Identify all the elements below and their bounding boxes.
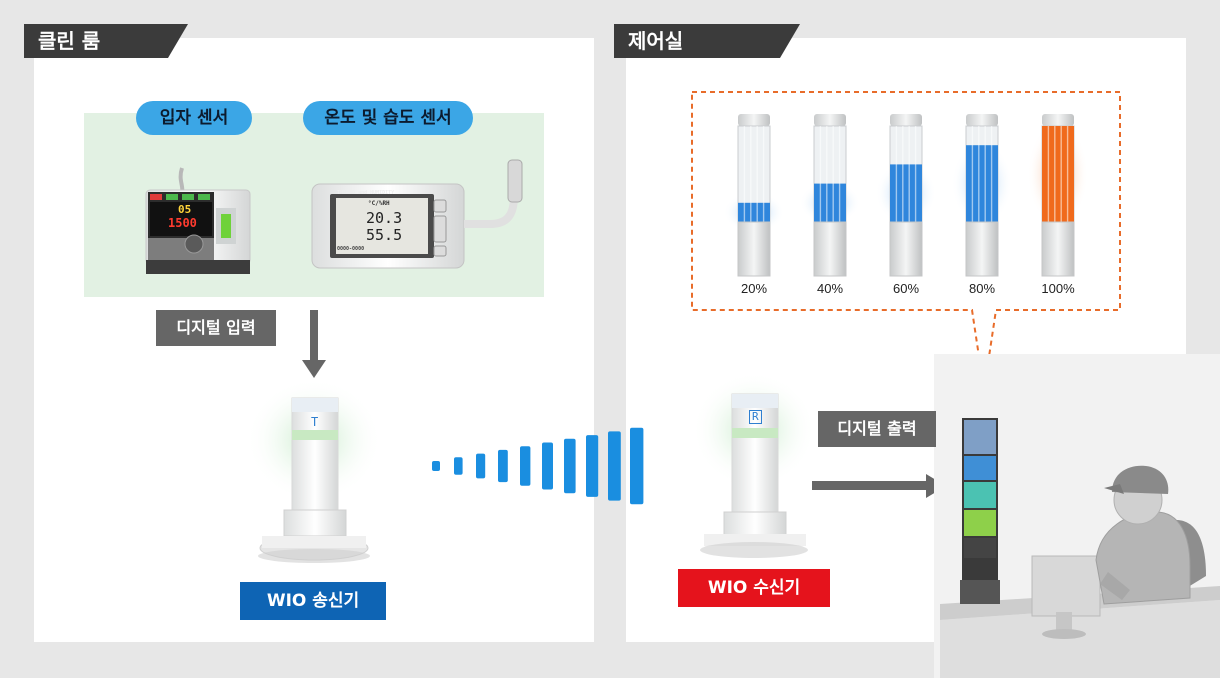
temp-humidity-sensor-label: 온도 및 습도 센서 (303, 101, 473, 135)
level-tower-4 (951, 114, 1013, 277)
wave-bar (630, 427, 644, 505)
tower-base (965, 221, 999, 277)
tower-cap (966, 114, 998, 126)
th-display-hum: 55.5 (366, 226, 403, 244)
operator-scene (934, 354, 1220, 678)
tower-fill (1042, 126, 1074, 222)
receiver-letter: R (749, 410, 762, 424)
particle-display-top: 05 (178, 203, 192, 216)
transmitter-letter: T (311, 415, 319, 429)
section-title-clean-room: 클린 룸 (24, 24, 188, 58)
transmitter-device (246, 378, 382, 563)
particle-sensor-device (145, 167, 251, 274)
tower-base (889, 221, 923, 277)
tower-cap (1042, 114, 1074, 126)
receiver-device (692, 372, 816, 558)
wireless-signal (432, 427, 644, 505)
output-arrow (812, 474, 946, 498)
tower-base (737, 221, 771, 277)
th-brand-text: THERMO and HUMIDITY (337, 190, 395, 196)
wave-bar (498, 449, 508, 483)
digital-input-label: 디지털 입력 (156, 310, 276, 346)
wave-bar (608, 431, 621, 501)
wave-bar (432, 461, 440, 471)
wave-bar (542, 442, 553, 490)
receiver-name-badge: WIO 수신기 (678, 569, 830, 607)
tower-fill (890, 164, 922, 222)
level-label-4: 80% (968, 281, 996, 296)
level-tower-3 (875, 114, 937, 277)
level-tower-5 (1027, 114, 1089, 277)
particle-sensor-label: 입자 센서 (136, 101, 252, 135)
wave-bar (454, 457, 463, 475)
level-callout (691, 91, 1121, 391)
level-towers (723, 114, 1089, 277)
tower-fill (966, 145, 998, 222)
level-label-1: 20% (740, 281, 768, 296)
tower-base (1041, 221, 1075, 277)
th-display-temp: 20.3 (366, 209, 403, 227)
level-label-3: 60% (892, 281, 920, 296)
wave-bar (476, 453, 486, 479)
th-display-serial: 0000-0000 (337, 246, 365, 252)
transmitter-name-badge: WIO 송신기 (240, 582, 386, 620)
section-title-control-room: 제어실 (614, 24, 800, 58)
tower-base (813, 221, 847, 277)
tower-cap (890, 114, 922, 126)
wave-bar (520, 446, 531, 486)
particle-display-bottom: 1500 (168, 216, 197, 230)
level-tower-2 (799, 114, 861, 277)
temp-humidity-sensor-device (311, 159, 523, 269)
input-arrow (302, 310, 326, 378)
tower-cap (814, 114, 846, 126)
wave-bar (586, 435, 599, 497)
th-display-unit: °C/%RH (368, 200, 390, 207)
tower-fill (814, 183, 846, 222)
level-label-5: 100% (1041, 281, 1075, 296)
tower-fill (738, 202, 770, 222)
wave-bar (564, 438, 576, 494)
digital-output-label: 디지털 출력 (818, 411, 936, 447)
level-tower-1 (723, 114, 785, 277)
level-label-2: 40% (816, 281, 844, 296)
tower-cap (738, 114, 770, 126)
